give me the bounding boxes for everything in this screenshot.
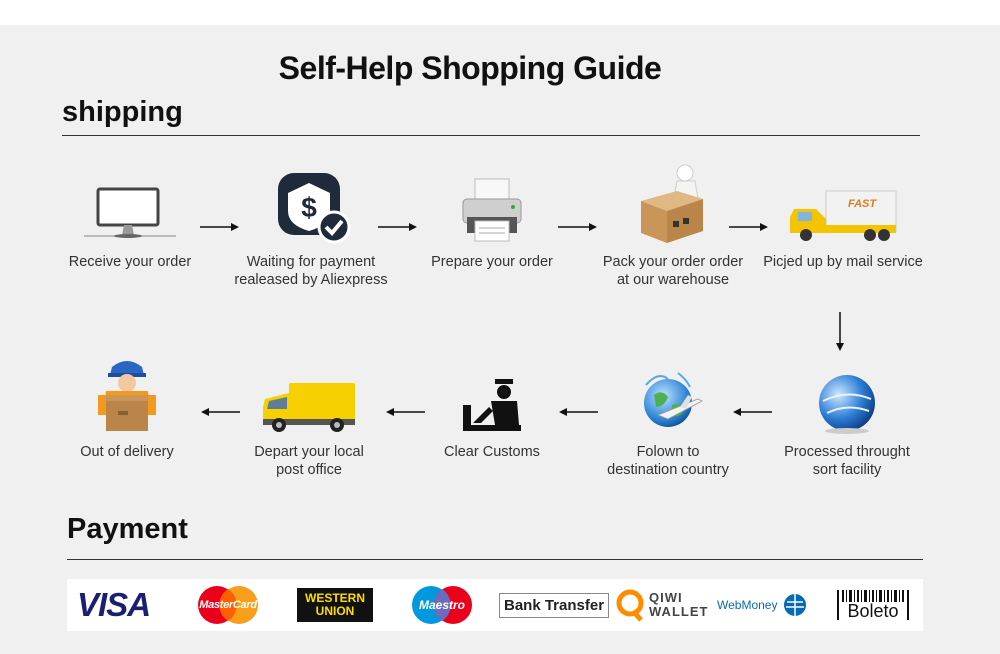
svg-text:FAST: FAST [848, 198, 877, 210]
arrow-left [559, 408, 598, 416]
printer-icon [462, 178, 522, 242]
arrow-right [558, 223, 597, 231]
fast-delivery-truck-icon: FAST [790, 190, 897, 241]
visa-logo: VISA [77, 579, 151, 631]
visa-text: VISA [77, 586, 151, 623]
bank-transfer-text: Bank Transfer [499, 592, 610, 618]
mastercard-logo: MasterCard [197, 579, 258, 631]
svg-text:$: $ [301, 192, 317, 223]
step-waiting-payment: $ Waiting for payment realeased by Aliex… [226, 165, 396, 289]
webmoney-text: WebMoney [717, 598, 778, 612]
globe-sphere-icon [819, 375, 875, 434]
globe-airplane-icon [644, 372, 703, 427]
package-box-icon [641, 164, 703, 243]
western-union-line-2: UNION [315, 604, 355, 618]
maestro-circles-icon [412, 586, 472, 624]
barcode-icon [842, 590, 904, 602]
qiwi-q-icon [616, 589, 644, 622]
step-label: Processed throught sort facility [784, 444, 910, 478]
step-flown-destination: Folown to destination country [583, 355, 753, 479]
step-label: Pack your order order at our warehouse [602, 254, 744, 288]
mastercard-circles-icon [198, 586, 258, 624]
payment-methods-bar: VISA MasterCard WESTERN UNION Maestro Ba… [67, 579, 923, 631]
mastercard-text: MasterCard [199, 599, 257, 611]
step-label: Picjed up by mail service [763, 254, 923, 270]
payment-divider [67, 559, 923, 560]
payment-heading: Payment [67, 513, 188, 545]
step-sort-facility: Processed throught sort facility [762, 355, 932, 479]
step-prepare-order: Prepare your order [407, 165, 577, 271]
boleto-text: Boleto [847, 601, 899, 621]
step-picked-up: FAST Picjed up by mail service [758, 165, 928, 271]
arrow-right [200, 223, 239, 231]
step-label: Receive your order [68, 254, 192, 270]
arrow-left [201, 408, 240, 416]
step-clear-customs: Clear Customs [407, 355, 577, 461]
arrow-left [733, 408, 772, 416]
wallet-text: WALLET [649, 604, 709, 619]
computer-monitor-icon [84, 187, 176, 238]
bank-transfer-logo: Bank Transfer [499, 579, 610, 631]
step-label: Depart your local post office [254, 444, 364, 478]
step-pack-order: Pack your order order at our warehouse [588, 164, 758, 289]
qiwi-wallet-logo: QIWI WALLET [615, 579, 708, 631]
step-label: Clear Customs [444, 444, 540, 460]
arrow-down [836, 312, 844, 351]
step-label: Prepare your order [431, 254, 553, 270]
shipping-divider [62, 135, 920, 136]
page-title: Self-Help Shopping Guide [278, 50, 662, 86]
webmoney-logo: WebMoney [717, 579, 807, 631]
boleto-logo: Boleto [837, 579, 909, 631]
customs-officer-icon [463, 379, 521, 431]
step-label: Out of delivery [80, 444, 174, 460]
step-out-for-delivery: Out of delivery [42, 355, 212, 461]
arrow-left [386, 408, 425, 416]
arrow-right [378, 223, 417, 231]
step-label: Folown to destination country [607, 444, 729, 478]
guide-panel [0, 25, 1000, 654]
courier-with-box-icon [98, 361, 156, 431]
western-union-logo: WESTERN UNION [297, 579, 373, 631]
shipping-heading: shipping [62, 96, 183, 128]
step-label: Waiting for payment realeased by Aliexpr… [234, 254, 388, 288]
qiwi-text: QIWI [649, 590, 683, 605]
yellow-van-icon [263, 383, 355, 432]
webmoney-globe-icon [784, 594, 807, 616]
maestro-text: Maestro [418, 598, 465, 612]
step-receive-order: Receive your order [45, 165, 215, 271]
step-depart-post-office: Depart your local post office [224, 355, 394, 479]
dollar-shield-check-icon: $ [278, 173, 351, 244]
arrow-right [729, 223, 768, 231]
western-union-line-1: WESTERN [305, 591, 365, 605]
maestro-logo: Maestro [410, 579, 474, 631]
